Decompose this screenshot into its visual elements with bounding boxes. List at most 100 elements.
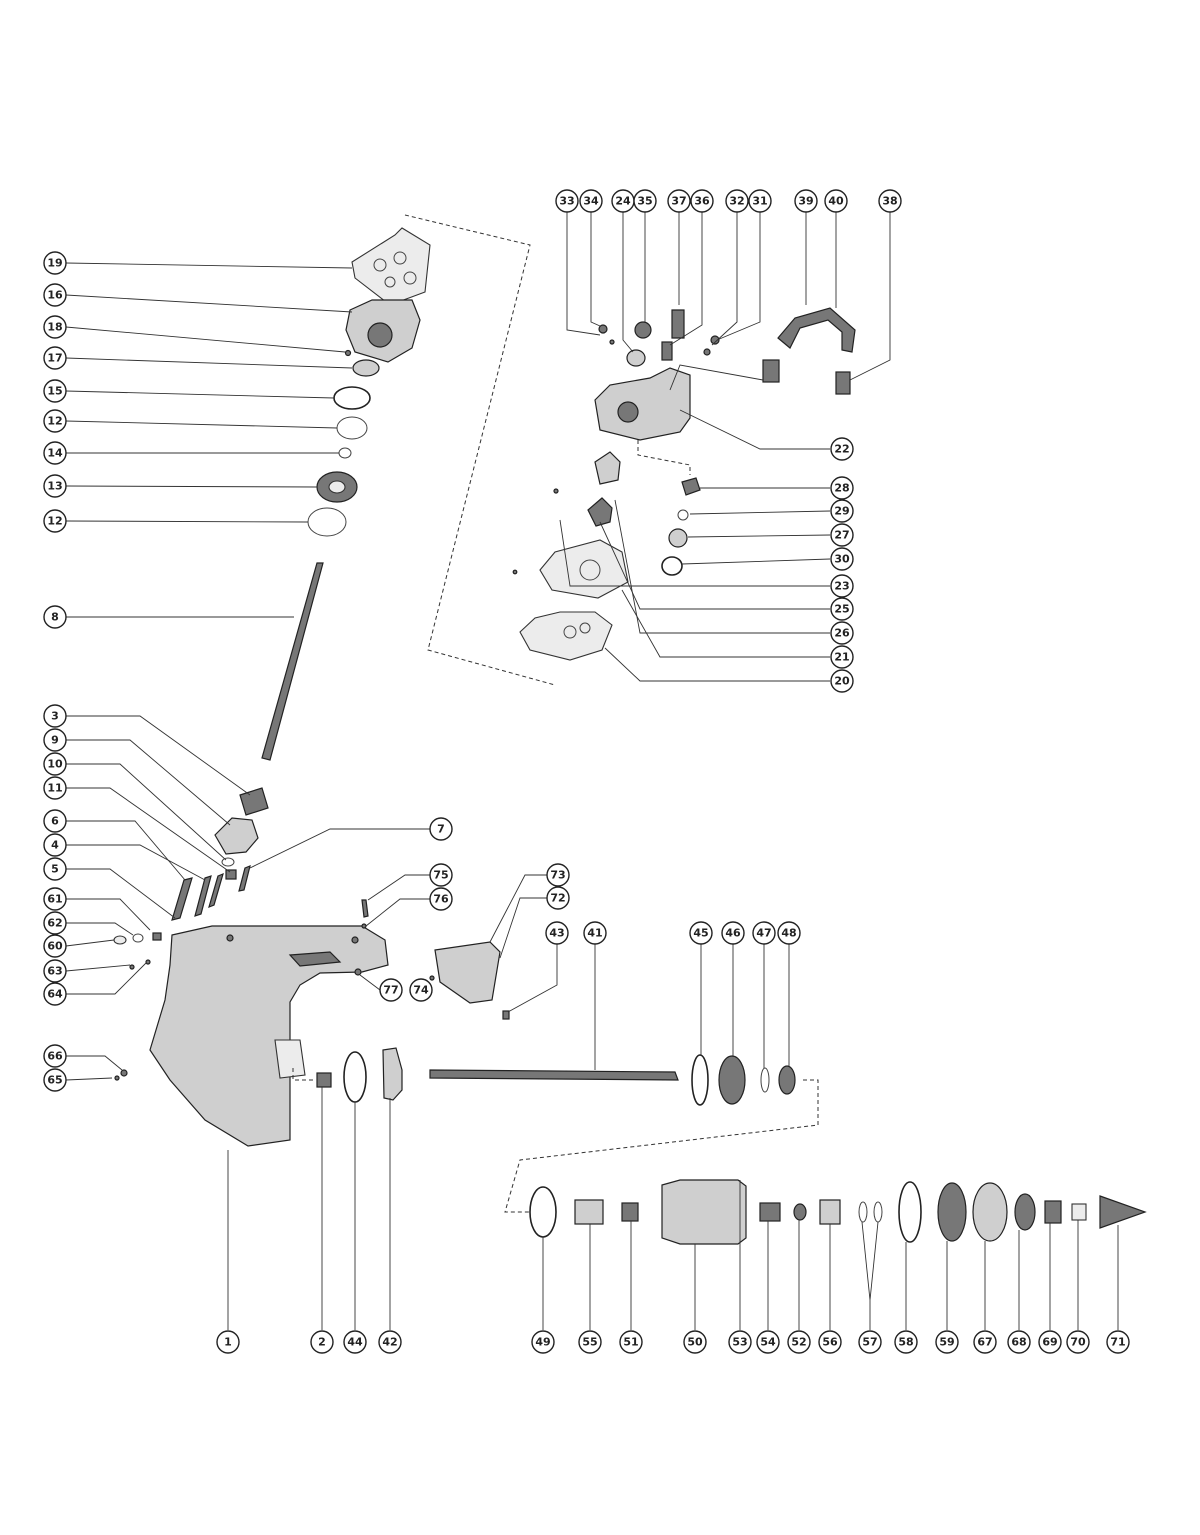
callout-10: 10: [43, 752, 67, 776]
svg-text:27: 27: [834, 529, 849, 542]
svg-text:12: 12: [47, 515, 62, 528]
svg-text:32: 32: [729, 195, 744, 208]
leader-lines: [65, 212, 1119, 1330]
svg-text:18: 18: [47, 321, 62, 334]
callout-19: 19: [43, 251, 67, 275]
svg-text:33: 33: [559, 195, 574, 208]
callout-23: 23: [830, 574, 854, 598]
callout-55: 55: [578, 1330, 602, 1354]
callout-69: 69: [1038, 1330, 1062, 1354]
svg-text:47: 47: [756, 927, 771, 940]
callout-43: 43: [545, 921, 569, 945]
svg-text:1: 1: [224, 1336, 232, 1349]
callout-31: 31: [748, 189, 772, 213]
callout-17: 17: [43, 346, 67, 370]
svg-text:50: 50: [687, 1336, 703, 1349]
callout-15: 15: [43, 379, 67, 403]
svg-text:21: 21: [834, 651, 849, 664]
callout-72: 72: [546, 886, 570, 910]
pump-group-bracket: [404, 214, 556, 686]
svg-text:58: 58: [898, 1336, 913, 1349]
upper-right-parts: [512, 307, 856, 661]
svg-text:37: 37: [671, 195, 686, 208]
svg-text:52: 52: [791, 1336, 806, 1349]
impeller: [587, 497, 613, 527]
callout-34: 34: [579, 189, 603, 213]
callout-5: 5: [43, 857, 67, 881]
callout-47: 47: [752, 921, 776, 945]
callout-30: 30: [830, 547, 854, 571]
callout-42: 42: [378, 1330, 402, 1354]
callout-18: 18: [43, 315, 67, 339]
callout-60: 60: [43, 934, 67, 958]
callout-1: 1: [216, 1330, 240, 1354]
svg-text:42: 42: [382, 1336, 397, 1349]
svg-text:64: 64: [47, 988, 63, 1001]
bottom-row-parts: [529, 1179, 1147, 1245]
callout-48: 48: [777, 921, 801, 945]
callout-53: 53: [728, 1330, 752, 1354]
svg-text:43: 43: [549, 927, 564, 940]
svg-text:17: 17: [47, 352, 62, 365]
callout-39: 39: [794, 189, 818, 213]
svg-text:68: 68: [1011, 1336, 1026, 1349]
callout-57: 57: [858, 1330, 882, 1354]
svg-text:75: 75: [433, 869, 448, 882]
svg-text:7: 7: [437, 823, 445, 836]
callout-63: 63: [43, 959, 67, 983]
callout-64: 64: [43, 982, 67, 1006]
svg-text:55: 55: [582, 1336, 597, 1349]
upper-left-parts: [171, 227, 431, 921]
svg-text:70: 70: [1070, 1336, 1086, 1349]
callout-44: 44: [343, 1330, 367, 1354]
svg-text:51: 51: [623, 1336, 638, 1349]
callout-73: 73: [546, 863, 570, 887]
callout-71: 71: [1106, 1330, 1130, 1354]
svg-text:73: 73: [550, 869, 565, 882]
svg-text:28: 28: [834, 482, 849, 495]
callout-28: 28: [830, 476, 854, 500]
svg-text:3: 3: [51, 710, 59, 723]
svg-text:44: 44: [347, 1336, 363, 1349]
svg-text:31: 31: [752, 195, 767, 208]
callout-4: 4: [43, 833, 67, 857]
svg-text:39: 39: [798, 195, 813, 208]
svg-text:5: 5: [51, 863, 59, 876]
callout-68: 68: [1007, 1330, 1031, 1354]
callout-36: 36: [690, 189, 714, 213]
callout-52: 52: [787, 1330, 811, 1354]
propeller-shaft: [429, 1069, 679, 1081]
callout-24: 24: [611, 189, 635, 213]
callout-38: 38: [878, 189, 902, 213]
callout-35: 35: [633, 189, 657, 213]
svg-text:40: 40: [828, 195, 844, 208]
svg-text:25: 25: [834, 603, 849, 616]
svg-text:14: 14: [47, 447, 63, 460]
drive-shaft: [261, 562, 324, 761]
callout-32: 32: [725, 189, 749, 213]
svg-text:24: 24: [615, 195, 631, 208]
svg-text:4: 4: [51, 839, 59, 852]
svg-text:71: 71: [1110, 1336, 1125, 1349]
callout-45: 45: [689, 921, 713, 945]
callout-49: 49: [531, 1330, 555, 1354]
callout-3: 3: [43, 704, 67, 728]
callout-75: 75: [429, 863, 453, 887]
callout-9: 9: [43, 728, 67, 752]
callout-41: 41: [583, 921, 607, 945]
svg-text:12: 12: [47, 415, 62, 428]
housing-small-parts: [113, 899, 510, 1081]
callout-58: 58: [894, 1330, 918, 1354]
svg-text:45: 45: [693, 927, 708, 940]
svg-text:38: 38: [882, 195, 897, 208]
callout-67: 67: [973, 1330, 997, 1354]
svg-text:54: 54: [760, 1336, 776, 1349]
callout-77: 77: [379, 978, 403, 1002]
svg-text:62: 62: [47, 917, 62, 930]
svg-text:35: 35: [637, 195, 652, 208]
callout-12-b: 12: [43, 509, 67, 533]
callout-37: 37: [667, 189, 691, 213]
svg-text:8: 8: [51, 611, 59, 624]
callout-21: 21: [830, 645, 854, 669]
svg-text:63: 63: [47, 965, 62, 978]
